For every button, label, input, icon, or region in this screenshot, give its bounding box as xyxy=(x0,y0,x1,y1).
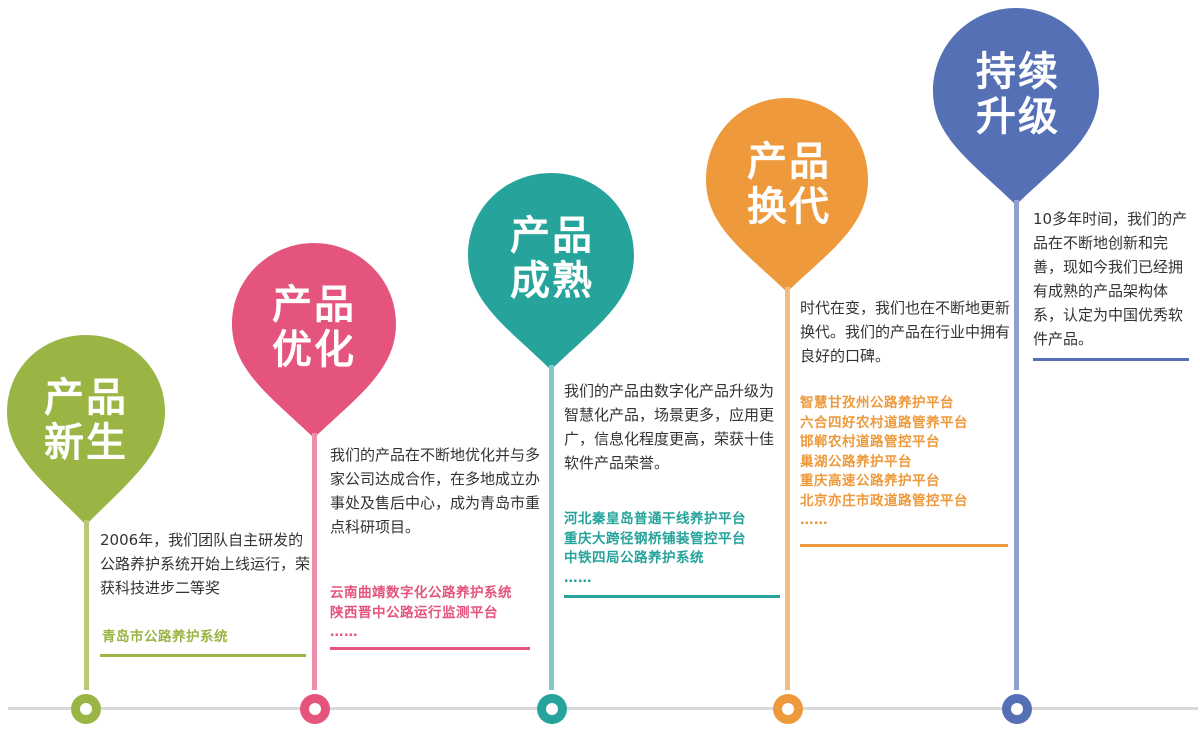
project-item: 北京亦庄市政道路管控平台 xyxy=(800,492,968,509)
project-item: 中铁四局公路养护系统 xyxy=(564,550,704,566)
stage-2-projects: 云南曲靖数字化公路养护系统 陕西晋中公路运行监测平台 …… xyxy=(330,584,512,643)
stem-stage-4 xyxy=(785,287,790,690)
stage-5-title: 持续升级 xyxy=(976,49,1060,140)
stage-1-projects: 青岛市公路养护系统 xyxy=(102,628,228,648)
stage-1-description: 2006年，我们团队自主研发的公路养护系统开始上线运行，荣获科技进步二等奖 xyxy=(100,531,311,597)
stage-2-description: 我们的产品在不断地优化并与多家公司达成合作，在多地成立办事处及售后中心，成为青岛… xyxy=(330,446,541,536)
stage-2-underline xyxy=(330,647,530,650)
stem-stage-2 xyxy=(312,433,317,690)
stage-3-projects: 河北秦皇岛普通干线养护平台 重庆大跨径钢桥铺装管控平台 中铁四局公路养护系统 …… xyxy=(564,510,746,588)
timeline-node-4 xyxy=(773,694,803,724)
stem-stage-1 xyxy=(84,520,89,690)
stage-2-title: 产品优化 xyxy=(272,282,356,373)
project-item: 智慧甘孜州公路养护平台 xyxy=(800,395,954,411)
project-item: 云南曲靖数字化公路养护系统 xyxy=(330,585,512,601)
timeline-node-1 xyxy=(71,694,101,724)
timeline-axis xyxy=(8,707,1198,710)
project-item: 陕西晋中公路运行监测平台 xyxy=(330,604,498,621)
stage-3-title: 产品成熟 xyxy=(510,213,594,304)
stage-4-projects: 智慧甘孜州公路养护平台 六合四好农村道路管养平台 邯郸农村道路管控平台 巢湖公路… xyxy=(800,394,968,531)
project-item: 重庆大跨径钢桥铺装管控平台 xyxy=(564,530,746,547)
stage-5-underline xyxy=(1033,358,1189,361)
stage-3-underline xyxy=(564,595,780,598)
stem-stage-5 xyxy=(1014,200,1019,690)
timeline-node-5 xyxy=(1002,694,1032,724)
project-item: 六合四好农村道路管养平台 xyxy=(800,414,968,431)
stage-4-title: 产品换代 xyxy=(747,139,831,230)
project-item: 重庆高速公路养护平台 xyxy=(800,473,940,489)
stage-4-underline xyxy=(800,544,1008,547)
stem-stage-3 xyxy=(549,365,554,690)
project-item: 邯郸农村道路管控平台 xyxy=(800,434,940,450)
stage-5-description: 10多年时间，我们的产品在不断地创新和完善，现如今我们已经拥有成熟的产品架构体系… xyxy=(1033,210,1188,348)
project-item: …… xyxy=(330,624,358,640)
timeline-node-3 xyxy=(537,694,567,724)
project-item: 河北秦皇岛普通干线养护平台 xyxy=(564,511,746,527)
project-item: …… xyxy=(564,569,592,586)
stage-1-underline xyxy=(100,654,306,657)
stage-4-description: 时代在变，我们也在不断地更新换代。我们的产品在行业中拥有良好的口碑。 xyxy=(800,299,1011,365)
timeline-node-2 xyxy=(300,694,330,724)
project-item: 巢湖公路养护平台 xyxy=(800,453,912,470)
project-item: …… xyxy=(800,512,828,528)
project-item: 青岛市公路养护系统 xyxy=(102,629,228,645)
stage-1-title: 产品新生 xyxy=(44,375,128,466)
stage-3-description: 我们的产品由数字化产品升级为智慧化产品，场景更多，应用更广，信息化程度更高，荣获… xyxy=(564,382,775,472)
